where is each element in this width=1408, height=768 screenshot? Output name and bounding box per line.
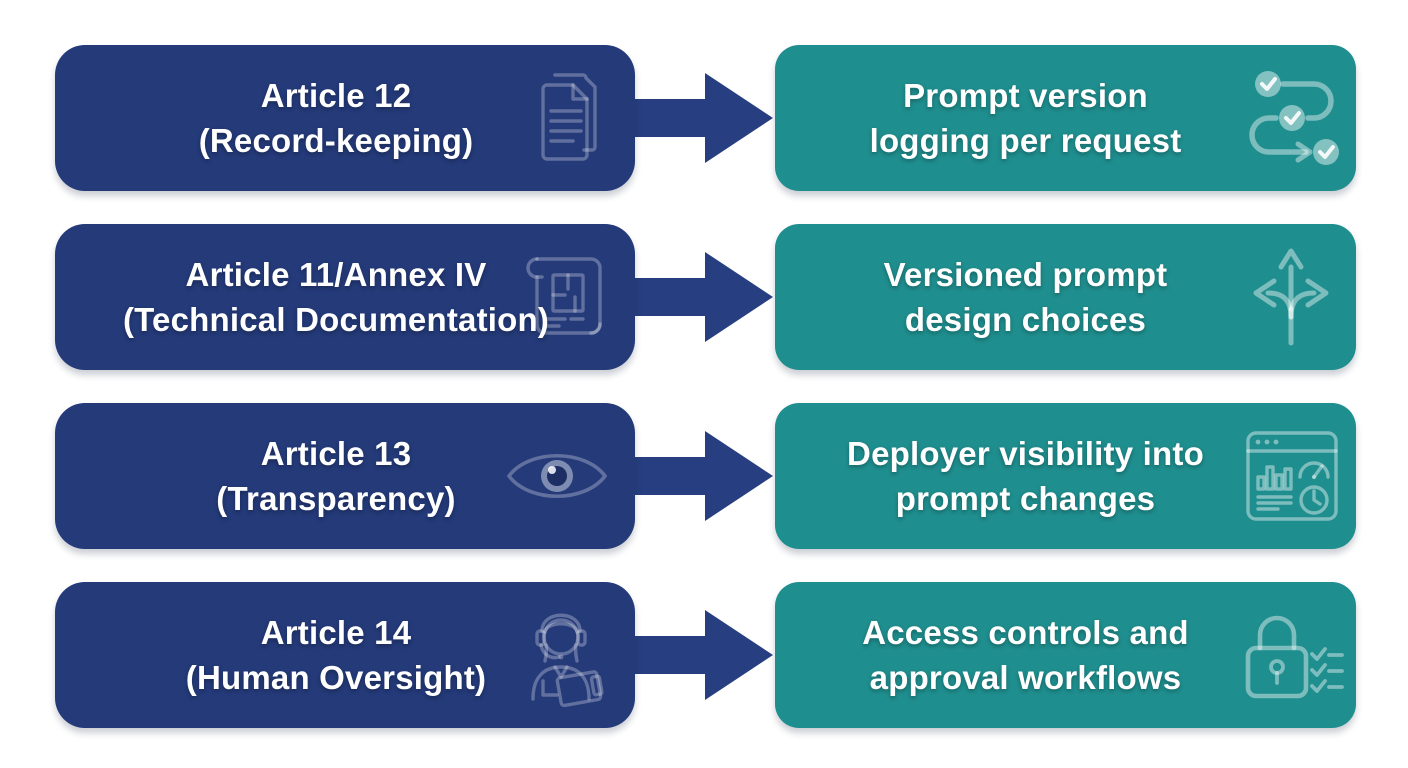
article-14-box: Article 14 (Human Oversight) — [55, 582, 635, 728]
row-article-14: Article 14 (Human Oversight) — [55, 582, 1408, 728]
control-label: Versioned prompt — [883, 256, 1168, 293]
branch-arrows-icon — [1253, 248, 1329, 346]
article-sublabel: (Human Oversight) — [185, 659, 487, 696]
documents-icon — [541, 73, 597, 161]
dashboard-icon — [1246, 431, 1338, 521]
article-sublabel: (Transparency) — [216, 480, 456, 517]
arrow-icon — [633, 252, 773, 342]
article-label: Article 11/Annex IV — [185, 256, 487, 293]
deployer-visibility-box: Deployer visibility into prompt changes — [775, 403, 1356, 549]
article-label: Article 13 — [260, 435, 412, 472]
article-sublabel: (Record-keeping) — [198, 122, 474, 159]
article-sublabel: (Technical Documentation) — [122, 301, 550, 338]
row-article-13: Article 13 (Transparency) Deployer visib… — [55, 403, 1408, 549]
row-article-12: Article 12 (Record-keeping) Prompt versi… — [55, 45, 1408, 191]
arrow-icon — [633, 431, 773, 521]
row-article-11: Article 11/Annex IV (Technical Documenta… — [55, 224, 1408, 370]
article-label: Article 14 — [260, 614, 412, 651]
control-label: Prompt version — [903, 77, 1148, 114]
blueprint-icon — [526, 257, 602, 335]
article-11-box: Article 11/Annex IV (Technical Documenta… — [55, 224, 635, 370]
control-sublabel: prompt changes — [895, 480, 1156, 517]
control-label: Access controls and — [862, 614, 1189, 651]
control-sublabel: design choices — [904, 301, 1147, 338]
article-12-box: Article 12 (Record-keeping) — [55, 45, 635, 191]
article-13-box: Article 13 (Transparency) — [55, 403, 635, 549]
control-label: Deployer visibility into — [847, 435, 1204, 472]
lock-checklist-icon — [1245, 615, 1344, 699]
eye-icon — [506, 453, 608, 499]
arrow-icon — [633, 610, 773, 700]
article-label: Article 12 — [260, 77, 412, 114]
prompt-version-logging-box: Prompt version logging per request — [775, 45, 1356, 191]
access-controls-box: Access controls and approval workflows — [775, 582, 1356, 728]
control-sublabel: logging per request — [869, 122, 1182, 159]
support-agent-icon — [531, 613, 604, 708]
versioned-design-box: Versioned prompt design choices — [775, 224, 1356, 370]
workflow-checks-icon — [1249, 71, 1339, 165]
arrow-icon — [633, 73, 773, 163]
control-sublabel: approval workflows — [869, 659, 1182, 696]
